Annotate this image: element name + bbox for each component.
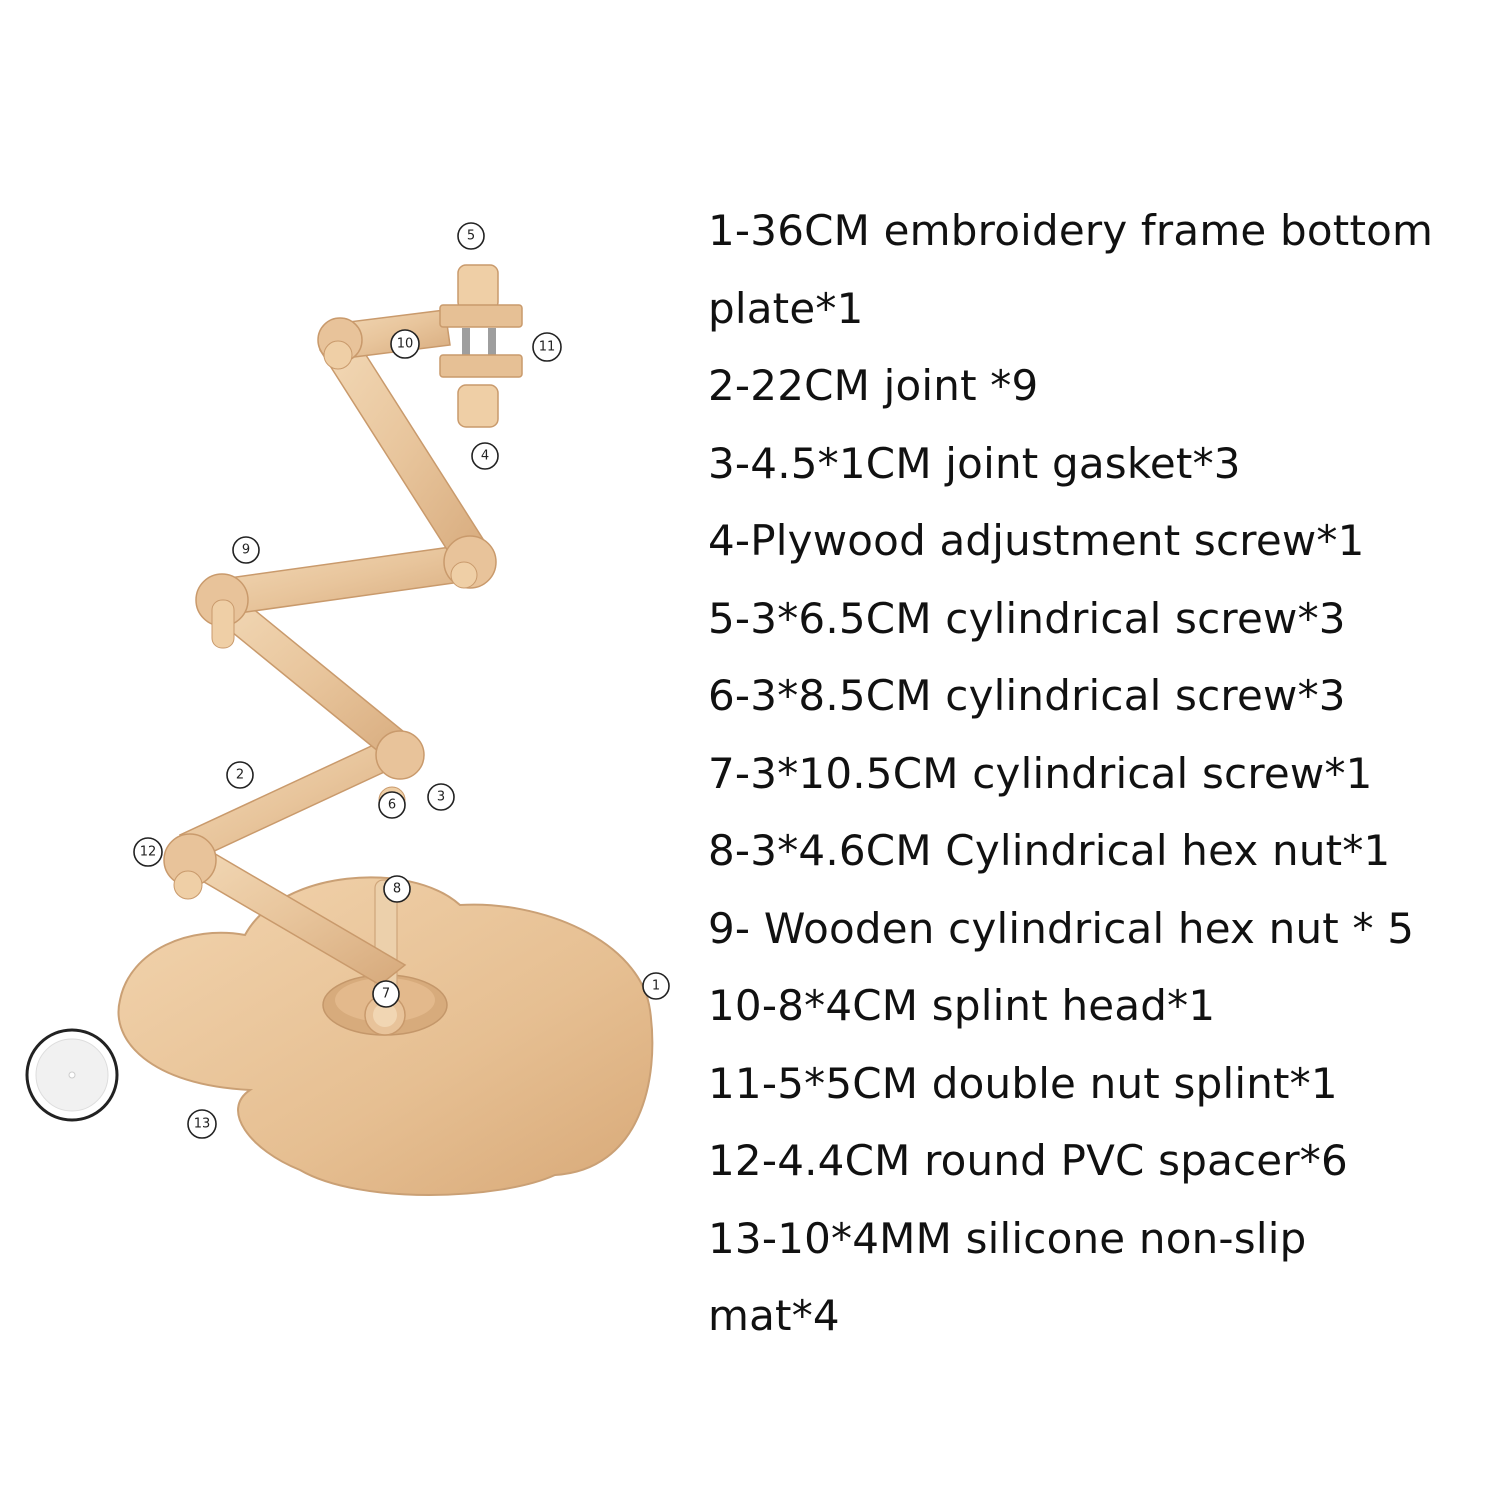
parts-line-1: 1-36CM embroidery frame bottom [708,206,1434,255]
callout-10: 10 [390,329,420,359]
callout-11: 11 [532,332,562,362]
callout-4: 4 [471,442,499,470]
svg-text:10: 10 [397,337,414,352]
svg-text:2: 2 [236,768,244,783]
callout-6: 6 [378,791,406,819]
callout-13: 13 [187,1109,217,1139]
svg-text:11: 11 [539,340,556,355]
parts-line-12: 12-4.4CM round PVC spacer*6 [708,1136,1348,1185]
callout-5: 5 [457,222,485,250]
svg-text:7: 7 [382,987,390,1002]
parts-line-9: 9- Wooden cylindrical hex nut * 5 [708,903,1415,953]
svg-text:13: 13 [194,1117,211,1132]
parts-line-5: 5-3*6.5CM cylindrical screw*3 [708,593,1346,643]
joint-knob-top [317,317,363,370]
parts-line-7: 7-3*10.5CM cylindrical screw*1 [708,748,1373,798]
callout-3: 3 [427,783,455,811]
callout-12: 12 [133,837,163,867]
parts-line-10: 10-8*4CM splint head*1 [708,981,1216,1030]
joint-knob-upper-left [195,573,249,649]
svg-text:1: 1 [652,979,660,994]
parts-line-11: 11-5*5CM double nut splint*1 [708,1058,1338,1108]
parts-line-4: 4-Plywood adjustment screw*1 [708,516,1365,565]
svg-text:12: 12 [140,845,157,860]
parts-line-3: 3-4.5*1CM joint gasket*3 [708,438,1241,488]
parts-line-13: 13-10*4MM silicone non-slip [708,1213,1307,1263]
callout-7: 7 [372,980,400,1008]
callout-2: 2 [226,761,254,789]
parts-line-2: 2-22CM joint *9 [708,361,1039,410]
svg-text:5: 5 [467,229,475,244]
parts-line-1-cont: plate*1 [708,283,864,333]
embroidery-stand-illustration: 1 2 3 4 5 6 7 8 9 10 11 12 [25,222,670,1196]
joint-knob-upper-right [443,535,497,589]
callout-1: 1 [642,972,670,1000]
callout-8: 8 [383,875,411,903]
parts-line-13-cont: mat*4 [708,1291,840,1340]
svg-text:6: 6 [388,798,396,813]
joint-knob-base [364,994,406,1036]
svg-text:3: 3 [437,790,445,805]
parts-line-8: 8-3*4.6CM Cylindrical hex nut*1 [708,826,1391,875]
svg-text:8: 8 [393,882,401,897]
callout-9: 9 [232,536,260,564]
clamp-head [439,264,523,428]
svg-text:4: 4 [481,449,489,464]
joint-knob-lower-left [163,833,217,900]
parts-list: 1-36CM embroidery frame bottom plate*1 2… [708,192,1498,1355]
svg-text:9: 9 [242,543,250,558]
silicone-mat-illustration [25,1028,119,1122]
parts-line-6: 6-3*8.5CM cylindrical screw*3 [708,671,1346,720]
